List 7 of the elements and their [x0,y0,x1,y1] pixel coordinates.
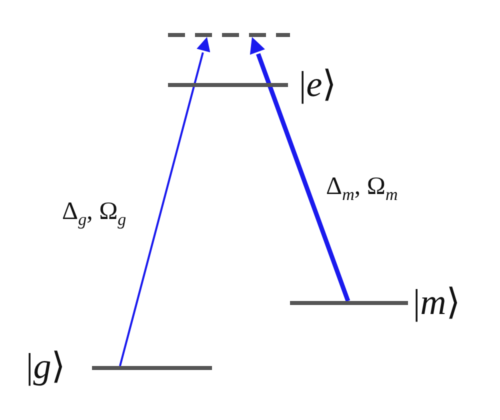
edge-label: Δ$_{g}$, Ω$_{g}$ [62,197,126,227]
edge-label: Δ$_{m}$, Ω$_{m}$ [326,172,398,202]
arrow [119,36,210,367]
state-label: |g⟩ [26,346,66,386]
arrow [250,34,350,304]
state-label: |e⟩ [299,64,336,104]
state-label: |m⟩ [413,282,460,322]
